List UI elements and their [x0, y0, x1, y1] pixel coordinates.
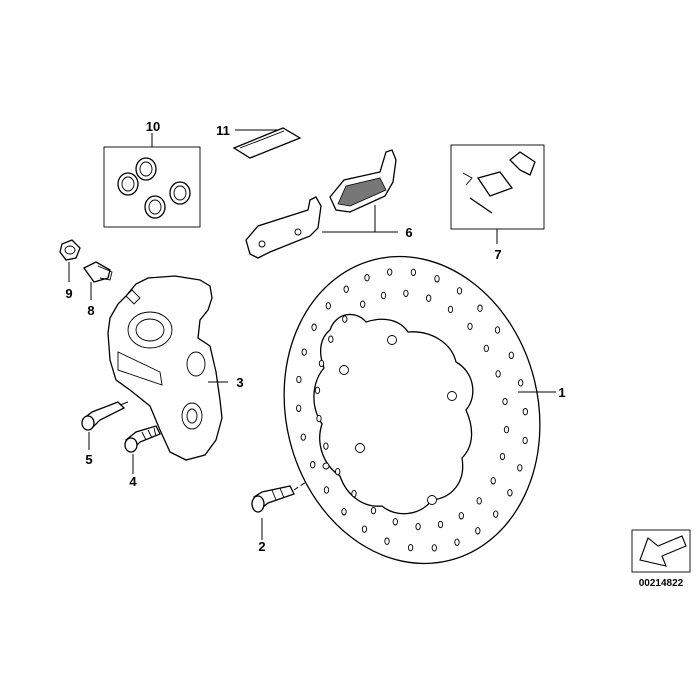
- disc-drill-hole: [407, 543, 414, 552]
- disc-drill-hole: [454, 538, 460, 546]
- disc-drill-hole: [301, 348, 307, 356]
- disc-drill-hole: [522, 436, 528, 445]
- disc-drill-hole: [522, 408, 528, 416]
- disc-drill-hole: [341, 508, 347, 516]
- disc-drill-hole: [323, 442, 329, 450]
- disc-drill-hole: [342, 315, 348, 323]
- disc-drill-hole: [502, 397, 508, 406]
- disc-drill-hole: [426, 294, 432, 302]
- disc-drill-hole: [493, 510, 499, 518]
- disc-drill-hole: [328, 335, 334, 343]
- brake-caliper: [107, 275, 223, 461]
- disc-drill-hole: [447, 305, 454, 314]
- disc-drill-hole: [490, 477, 496, 485]
- reference-arrow-box: [631, 529, 691, 573]
- callout-6: 6: [405, 225, 412, 240]
- disc-drill-hole: [370, 506, 377, 515]
- caliper-bolt-long: [124, 425, 161, 453]
- disc-drill-hole: [318, 359, 325, 368]
- disc-drill-hole: [517, 464, 523, 472]
- caliper-bolt-short: [81, 401, 129, 431]
- callout-10: 10: [146, 119, 160, 134]
- disc-drill-hole: [467, 322, 473, 331]
- brake-pads: [245, 149, 397, 259]
- disc-drill-hole: [364, 274, 370, 282]
- disc-drill-hole: [316, 414, 322, 423]
- disc-drill-hole: [507, 489, 513, 497]
- disc-drill-hole: [518, 379, 524, 387]
- bleeder-screw: [83, 261, 113, 283]
- callout-3: 3: [236, 375, 243, 390]
- disc-drill-hole: [392, 518, 398, 526]
- disc-drill-hole: [456, 287, 463, 295]
- callout-9: 9: [65, 286, 72, 301]
- callout-8: 8: [87, 303, 94, 318]
- disc-drill-hole: [477, 304, 483, 312]
- pad-retaining-kit-box: [450, 144, 545, 230]
- disc-drill-hole: [311, 323, 317, 331]
- brake-disc: [283, 255, 541, 565]
- callout-7: 7: [494, 247, 501, 262]
- disc-drill-hole: [296, 404, 302, 412]
- disc-drill-hole: [437, 520, 444, 529]
- disc-drill-hole: [360, 300, 366, 308]
- disc-drill-hole: [415, 522, 421, 531]
- disc-drill-hole: [494, 326, 501, 334]
- callout-2: 2: [258, 539, 265, 554]
- disc-drill-hole: [384, 537, 390, 545]
- disc-drill-hole: [495, 370, 501, 378]
- disc-drill-hole: [314, 386, 321, 395]
- bleeder-cap: [59, 239, 81, 261]
- disc-drill-hole: [300, 433, 306, 441]
- disc-drill-hole: [431, 544, 437, 552]
- disc-drill-hole: [361, 525, 368, 533]
- disc-drill-hole: [410, 268, 417, 277]
- disc-drill-hole: [499, 452, 506, 461]
- callout-5: 5: [85, 452, 92, 467]
- disc-drill-hole: [351, 489, 357, 498]
- disc-drill-hole: [476, 497, 482, 505]
- disc-drill-hole: [296, 375, 302, 384]
- disc-drill-hole: [434, 275, 440, 283]
- grease-packet: [232, 127, 302, 159]
- reference-number: 00214822: [639, 578, 684, 589]
- disc-drill-hole: [503, 425, 510, 434]
- disc-drill-hole: [335, 467, 341, 476]
- callout-11: 11: [216, 123, 230, 138]
- disc-drill-hole: [475, 527, 481, 535]
- callout-1: 1: [558, 385, 565, 400]
- disc-drill-hole: [310, 461, 316, 469]
- disc-drill-hole: [380, 291, 387, 300]
- disc-drill-hole: [323, 486, 330, 494]
- seal-kit-box: [103, 146, 201, 228]
- disc-drill-hole: [403, 289, 409, 298]
- disc-drill-hole: [483, 344, 489, 353]
- disc-drill-hole: [343, 285, 349, 293]
- disc-drill-hole: [387, 268, 393, 276]
- disc-drill-hole: [508, 351, 514, 359]
- disc-drill-hole: [325, 302, 331, 310]
- callout-4: 4: [129, 474, 137, 489]
- disc-drill-hole: [458, 512, 464, 520]
